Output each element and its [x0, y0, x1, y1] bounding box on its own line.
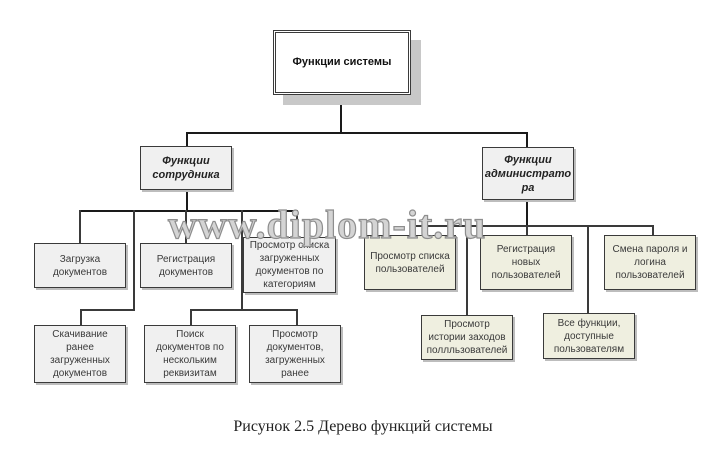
node-label: Регистрация документов [156, 253, 216, 278]
connector-to-list-by-category [296, 210, 298, 237]
connector-to-admin [526, 132, 528, 148]
connector-to-user-list [411, 225, 413, 235]
connector-download-drop [80, 309, 82, 325]
connector-admin-horizontal [411, 225, 653, 227]
employee-node-list-by-category: Просмотр списка загруженных документов п… [243, 237, 336, 293]
employee-node-search-documents: Поиск документов по нескольким реквизита… [144, 325, 236, 383]
connector-search-horizontal [190, 309, 297, 311]
connector-search-drop [190, 309, 192, 325]
connector-to-password-change [652, 225, 654, 235]
root-node-label: Функции системы [292, 56, 392, 68]
connector-to-registration [185, 210, 187, 243]
employee-node-download-documents: Скачивание ранее загруженных документов [34, 325, 126, 383]
admin-node-change-password: Смена пароля и логина пользователей [604, 235, 696, 290]
employee-functions-label: Функции сотрудника [152, 155, 220, 181]
node-label: Загрузка документов [52, 253, 108, 278]
node-label: Просмотр списка загруженных документов п… [249, 240, 330, 290]
node-label: Скачивание ранее загруженных документов [50, 329, 110, 379]
connector-download-horizontal [80, 309, 135, 311]
connector-admin-stem [526, 200, 528, 226]
connector-download-vertical [133, 210, 135, 310]
connector-employee-stem [186, 190, 188, 211]
connector-search-vertical [241, 210, 243, 310]
connector-viewdocs-drop [296, 309, 298, 325]
node-label: Просмотр истории заходов поллльзователей [426, 319, 508, 356]
admin-functions-label: Функции администрато ра [484, 153, 572, 194]
node-label: Просмотр документов, загруженных ранее [265, 329, 325, 379]
node-label: Поиск документов по нескольким реквизита… [156, 329, 224, 379]
employee-node-view-documents: Просмотр документов, загруженных ранее [249, 325, 341, 383]
node-label: Все функции, доступные пользователям [553, 317, 625, 355]
root-node: Функции системы [273, 30, 411, 95]
node-label: Регистрация новых пользователей [491, 244, 561, 281]
connector-to-employee [186, 132, 188, 147]
figure-caption: Рисунок 2.5 Дерево функций системы [233, 418, 493, 435]
node-label: Просмотр списка пользователей [370, 250, 450, 275]
connector-to-new-user-registration [526, 225, 528, 235]
connector-history-vertical [466, 225, 468, 315]
node-label: Смена пароля и логина пользователей [612, 244, 688, 281]
connector-employee-horizontal [79, 210, 298, 212]
admin-node-all-user-functions: Все функции, доступные пользователям [543, 313, 635, 359]
connector-root-stem [340, 95, 342, 133]
connector-to-upload [79, 210, 81, 243]
employee-node-upload-documents: Загрузка документов [34, 243, 126, 288]
connector-root-horizontal [186, 132, 528, 134]
admin-node-user-list: Просмотр списка пользователей [364, 235, 456, 290]
admin-node-register-users: Регистрация новых пользователей [480, 235, 572, 290]
employee-functions-node: Функции сотрудника [140, 146, 232, 190]
employee-node-register-documents: Регистрация документов [140, 243, 232, 288]
admin-functions-node: Функции администрато ра [482, 147, 574, 200]
admin-node-login-history: Просмотр истории заходов поллльзователей [421, 315, 513, 360]
connector-all-functions-vertical [587, 225, 589, 313]
